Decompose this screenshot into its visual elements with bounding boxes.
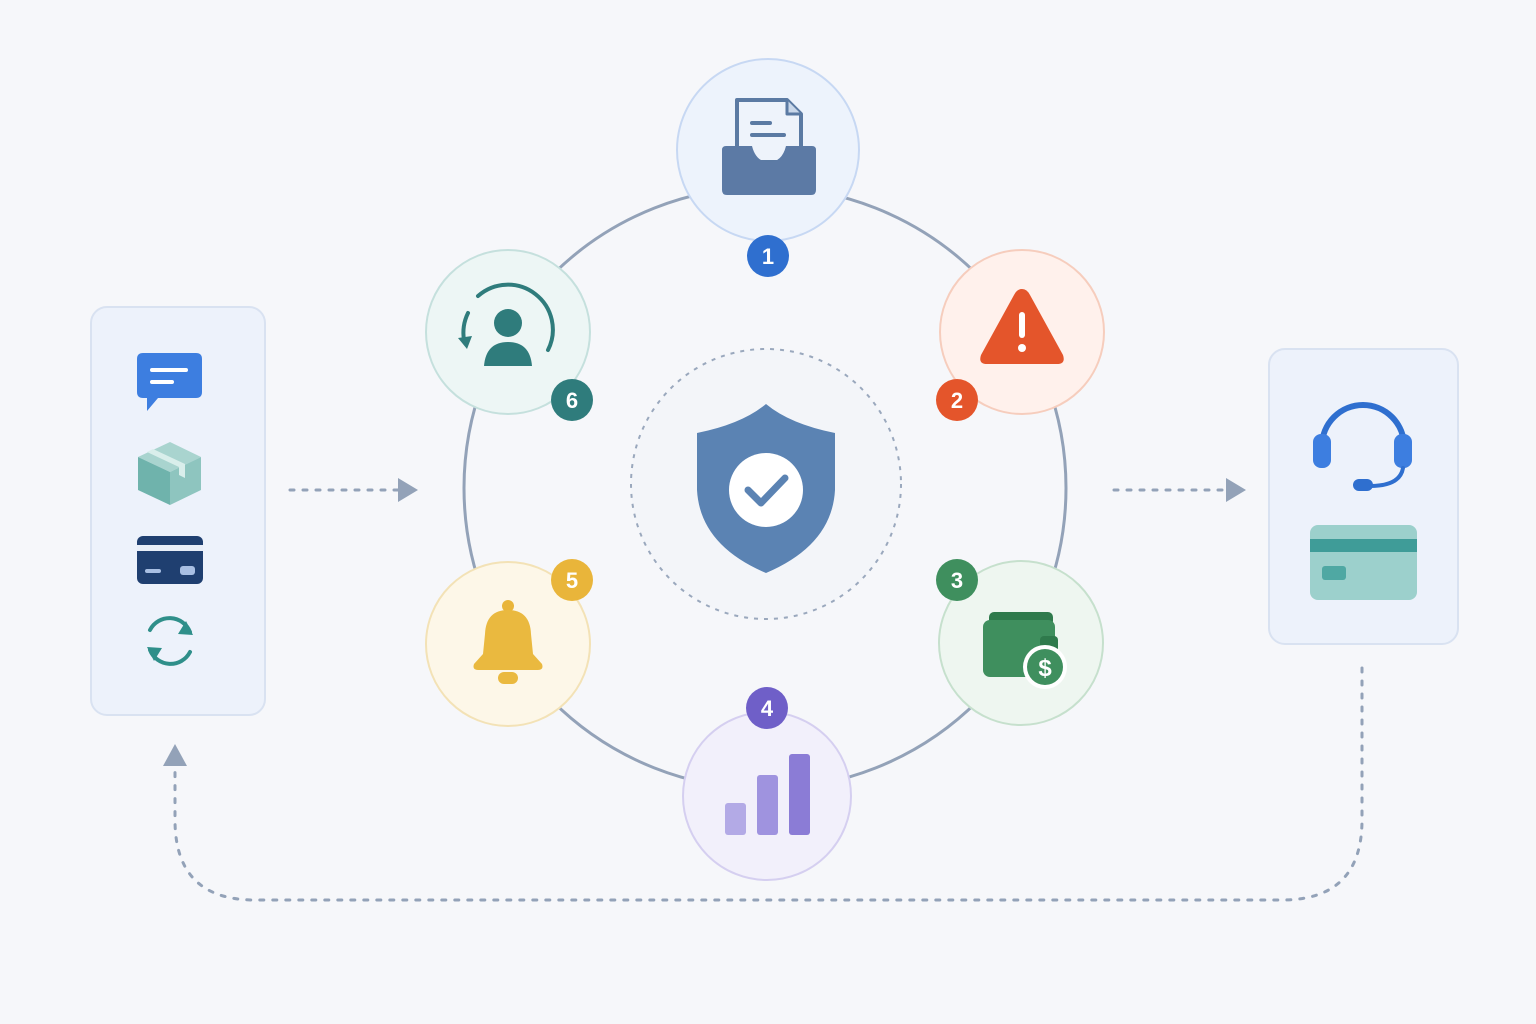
step-5-badge [551,559,593,601]
connector-cycle-to-output [1112,478,1246,502]
step-3-badge [936,559,978,601]
document-inbox-icon [722,98,816,195]
step-2-node: 2 [936,249,1105,421]
step-4-number: 4 [761,696,774,721]
step-4-node: 4 [682,687,852,881]
step-2-number: 2 [951,388,963,413]
step-3-number: 3 [951,568,963,593]
credit-card-icon [137,536,203,584]
chat-bubble-icon [137,353,202,411]
payment-card-icon [1310,525,1417,600]
step-1-number: 1 [762,244,774,269]
bar-chart-icon [725,754,810,835]
dollar-sign-glyph: $ [1038,655,1052,682]
user-refresh-icon [458,282,555,366]
step-6-number: 6 [566,388,578,413]
step-6-node: 6 [425,249,593,421]
step-4-badge [746,687,788,729]
step-1-badge [747,235,789,277]
step-6-badge [551,379,593,421]
headset-icon [1313,402,1412,491]
bell-icon [473,600,543,684]
connector-feedback-loop [163,666,1364,902]
step-5-number: 5 [566,568,578,593]
input-panel [90,306,266,716]
connector-input-to-cycle [288,478,418,502]
warning-triangle-icon [980,289,1064,364]
wallet-dollar-icon: $ [983,612,1067,689]
step-5-node: 5 [425,559,593,727]
package-box-icon [138,442,201,505]
sync-arrows-icon [147,616,193,666]
arrow-right-icon [398,478,418,502]
arrow-up-icon [163,744,187,766]
arrow-right-icon [1226,478,1246,502]
step-3-node: $ 3 [936,559,1104,726]
step-1-node: 1 [676,58,860,277]
step-2-badge [936,379,978,421]
center-shield [630,348,902,620]
output-panel [1268,348,1459,645]
